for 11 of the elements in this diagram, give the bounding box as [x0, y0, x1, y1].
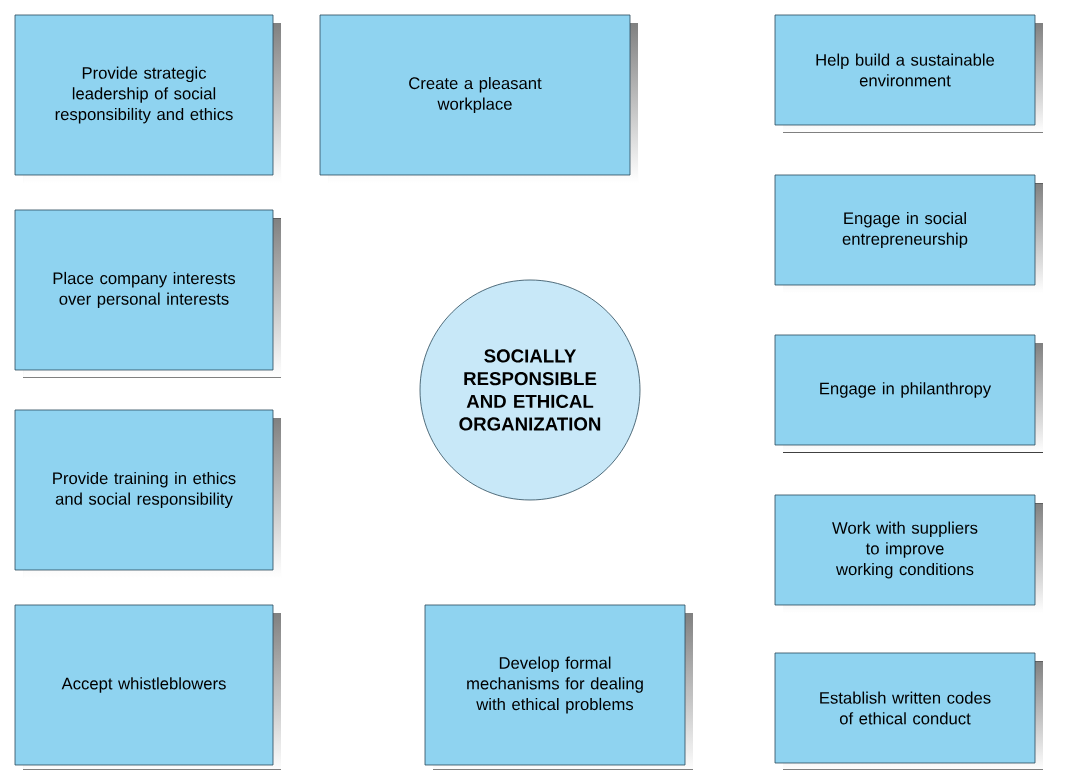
text-box: Create a pleasant workplace: [319, 14, 638, 183]
text-box: Work with suppliers to improve working conditions: [774, 494, 1043, 613]
text-box: Engage in social entrepreneurship: [774, 174, 1043, 293]
text-box: Place company interests over personal interests: [14, 209, 281, 378]
text-box: Help build a sustainable environment: [774, 14, 1043, 133]
text-box: Provide training in ethics and social responsibility: [14, 409, 281, 578]
text-box: Engage in philanthropy: [774, 334, 1043, 453]
text-box: Establish written codes of ethical conduct: [774, 652, 1043, 770]
text-box: Develop formal mechanisms for dealing with ethical problems: [424, 604, 693, 770]
text-box: Accept whistleblowers: [14, 604, 281, 770]
text-box: Provide strategic leadership of social responsibility and ethics: [14, 14, 281, 183]
